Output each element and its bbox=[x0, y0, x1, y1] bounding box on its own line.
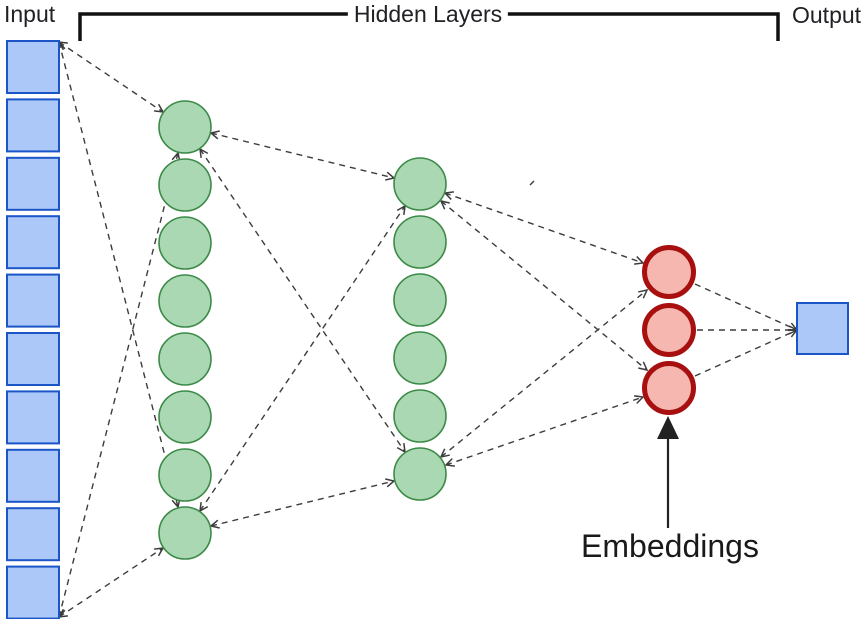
output-node bbox=[796, 302, 849, 355]
input-node bbox=[6, 156, 60, 211]
hidden-layer-1-node bbox=[158, 448, 212, 502]
connection-line bbox=[694, 328, 799, 377]
hidden-layer-1-node bbox=[158, 332, 212, 386]
hidden-layer-1-node bbox=[158, 506, 212, 560]
hidden-layer-1-node bbox=[158, 100, 212, 154]
connection-line bbox=[209, 130, 396, 181]
input-node bbox=[6, 565, 60, 619]
connection-line bbox=[56, 151, 181, 619]
input-node bbox=[6, 215, 60, 270]
connection-line bbox=[444, 395, 645, 467]
embedding-node bbox=[642, 303, 696, 357]
input-node bbox=[6, 448, 60, 503]
hidden-layer-2-node bbox=[393, 157, 447, 211]
embeddings-arrow bbox=[657, 416, 679, 528]
input-node bbox=[6, 507, 60, 562]
connection-line bbox=[199, 204, 406, 513]
hidden-layer-2-node bbox=[393, 331, 447, 385]
hidden-layer-1-node bbox=[158, 216, 212, 270]
embeddings-label: Embeddings bbox=[581, 528, 759, 564]
input-node bbox=[6, 40, 60, 94]
connection-line bbox=[209, 478, 396, 529]
input-label: Input bbox=[4, 1, 56, 27]
embedding-node bbox=[642, 361, 696, 415]
input-node bbox=[6, 273, 60, 328]
connection-line bbox=[57, 547, 165, 618]
input-node bbox=[6, 332, 60, 386]
connection-line bbox=[439, 199, 649, 372]
connection-line bbox=[199, 147, 406, 454]
connection-line bbox=[694, 283, 799, 332]
hidden-layer-2-node bbox=[393, 215, 447, 269]
hidden-layer-2-node bbox=[393, 389, 447, 443]
input-node bbox=[6, 98, 60, 153]
connection-line bbox=[443, 191, 645, 265]
embedding-node bbox=[642, 245, 696, 299]
connection-line bbox=[439, 288, 649, 459]
input-node bbox=[6, 390, 60, 445]
output-label: Output bbox=[792, 2, 862, 28]
hidden-layer-1-node bbox=[158, 390, 212, 444]
hidden-layer-2-node bbox=[393, 447, 447, 501]
hidden-layers-label: Hidden Layers bbox=[347, 1, 509, 28]
connection-line bbox=[57, 41, 165, 113]
stray-mark bbox=[529, 180, 535, 186]
hidden-layer-2-node bbox=[393, 273, 447, 327]
hidden-layer-1-node bbox=[158, 158, 212, 212]
hidden-layer-1-node bbox=[158, 274, 212, 328]
connection-line bbox=[56, 40, 181, 509]
